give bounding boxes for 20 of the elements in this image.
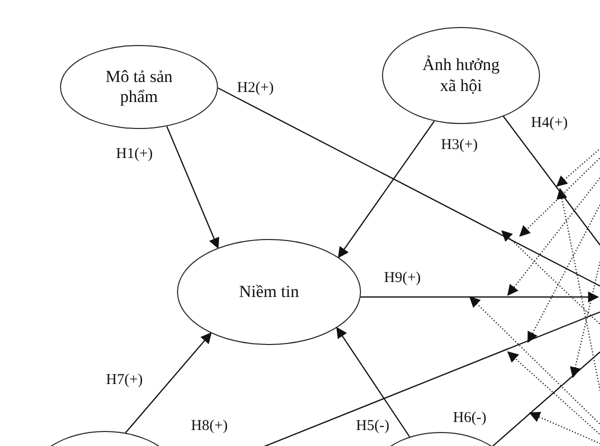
arrow: [166, 126, 220, 249]
edge-label: H3(+): [440, 137, 479, 154]
edge-label: H8(+): [190, 418, 229, 434]
edge-label: H9(+): [383, 270, 422, 286]
node-label: Niềm tin: [239, 282, 299, 302]
edge-label: H4(+): [530, 115, 569, 132]
connector-line: [492, 352, 600, 446]
arrow: [336, 326, 410, 438]
arrow: [338, 120, 435, 258]
node-label: Ảnh hưởng xã hội: [421, 55, 501, 96]
node-label: Mô tả sản phẩm: [104, 66, 174, 108]
arrow: [125, 332, 212, 434]
connector-line: [502, 116, 600, 246]
connector-line: [218, 87, 600, 287]
arrow: [360, 292, 600, 302]
edge-label: H2(+): [236, 80, 275, 96]
edge-label: H7(+): [105, 372, 144, 388]
edge-label: H6(-): [452, 410, 488, 426]
edge-label: H1(+): [115, 146, 154, 162]
edge-label: H5(-): [355, 418, 390, 434]
